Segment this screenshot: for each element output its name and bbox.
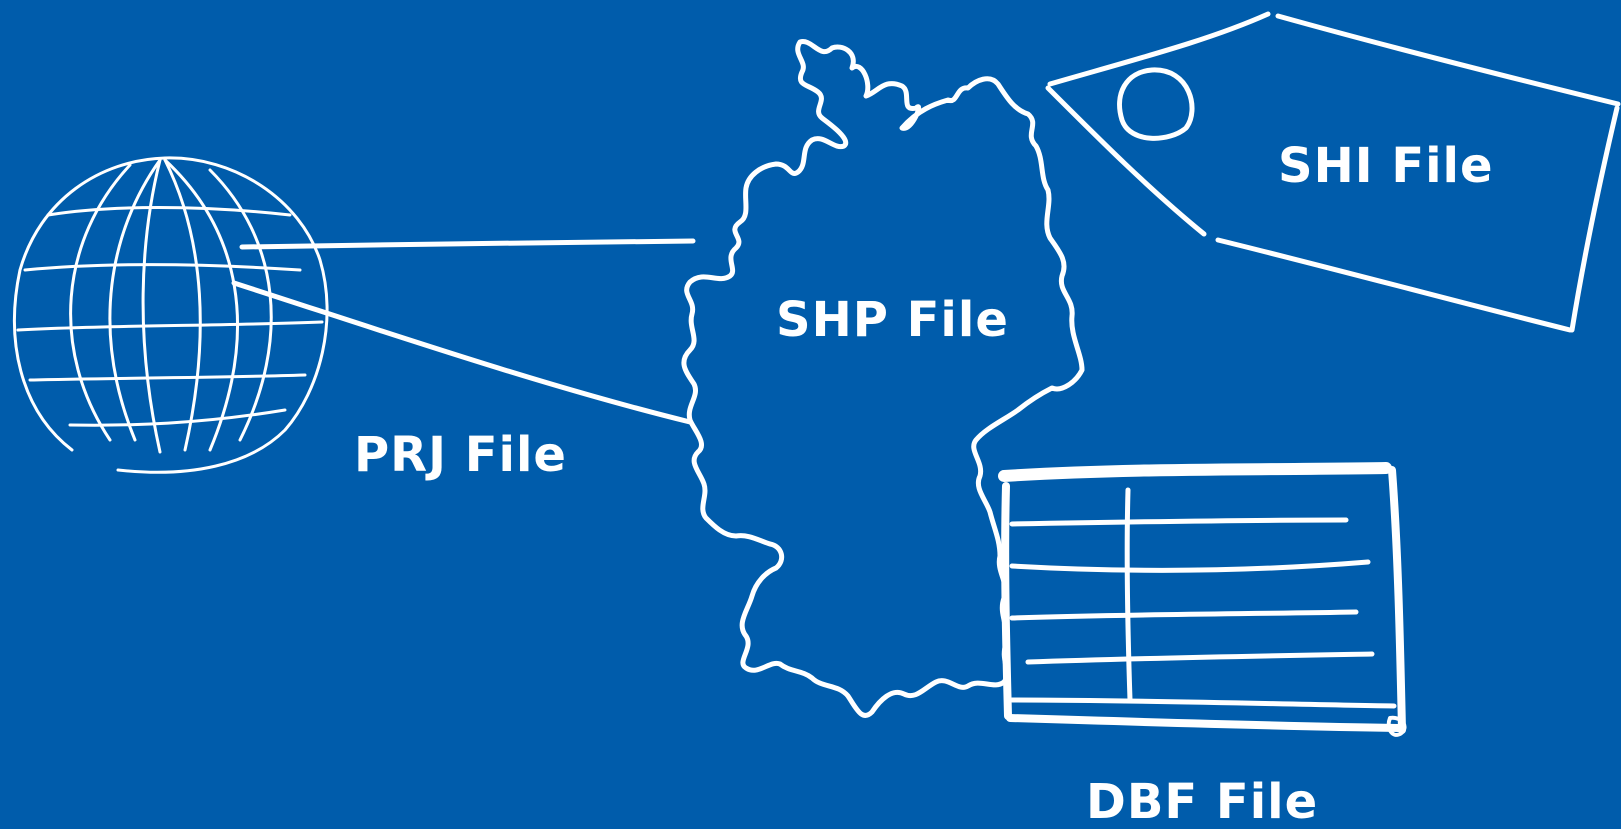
tag-icon xyxy=(1045,11,1621,333)
table-icon xyxy=(998,462,1407,737)
shi-file-label: SHI File xyxy=(1278,138,1494,194)
connector-lines xyxy=(231,238,696,425)
germany-outline xyxy=(681,39,1085,718)
dbf-file-label: DBF File xyxy=(1086,774,1319,829)
prj-file-label: PRJ File xyxy=(354,427,567,483)
shp-file-label: SHP File xyxy=(776,292,1009,348)
globe-icon xyxy=(13,156,329,474)
